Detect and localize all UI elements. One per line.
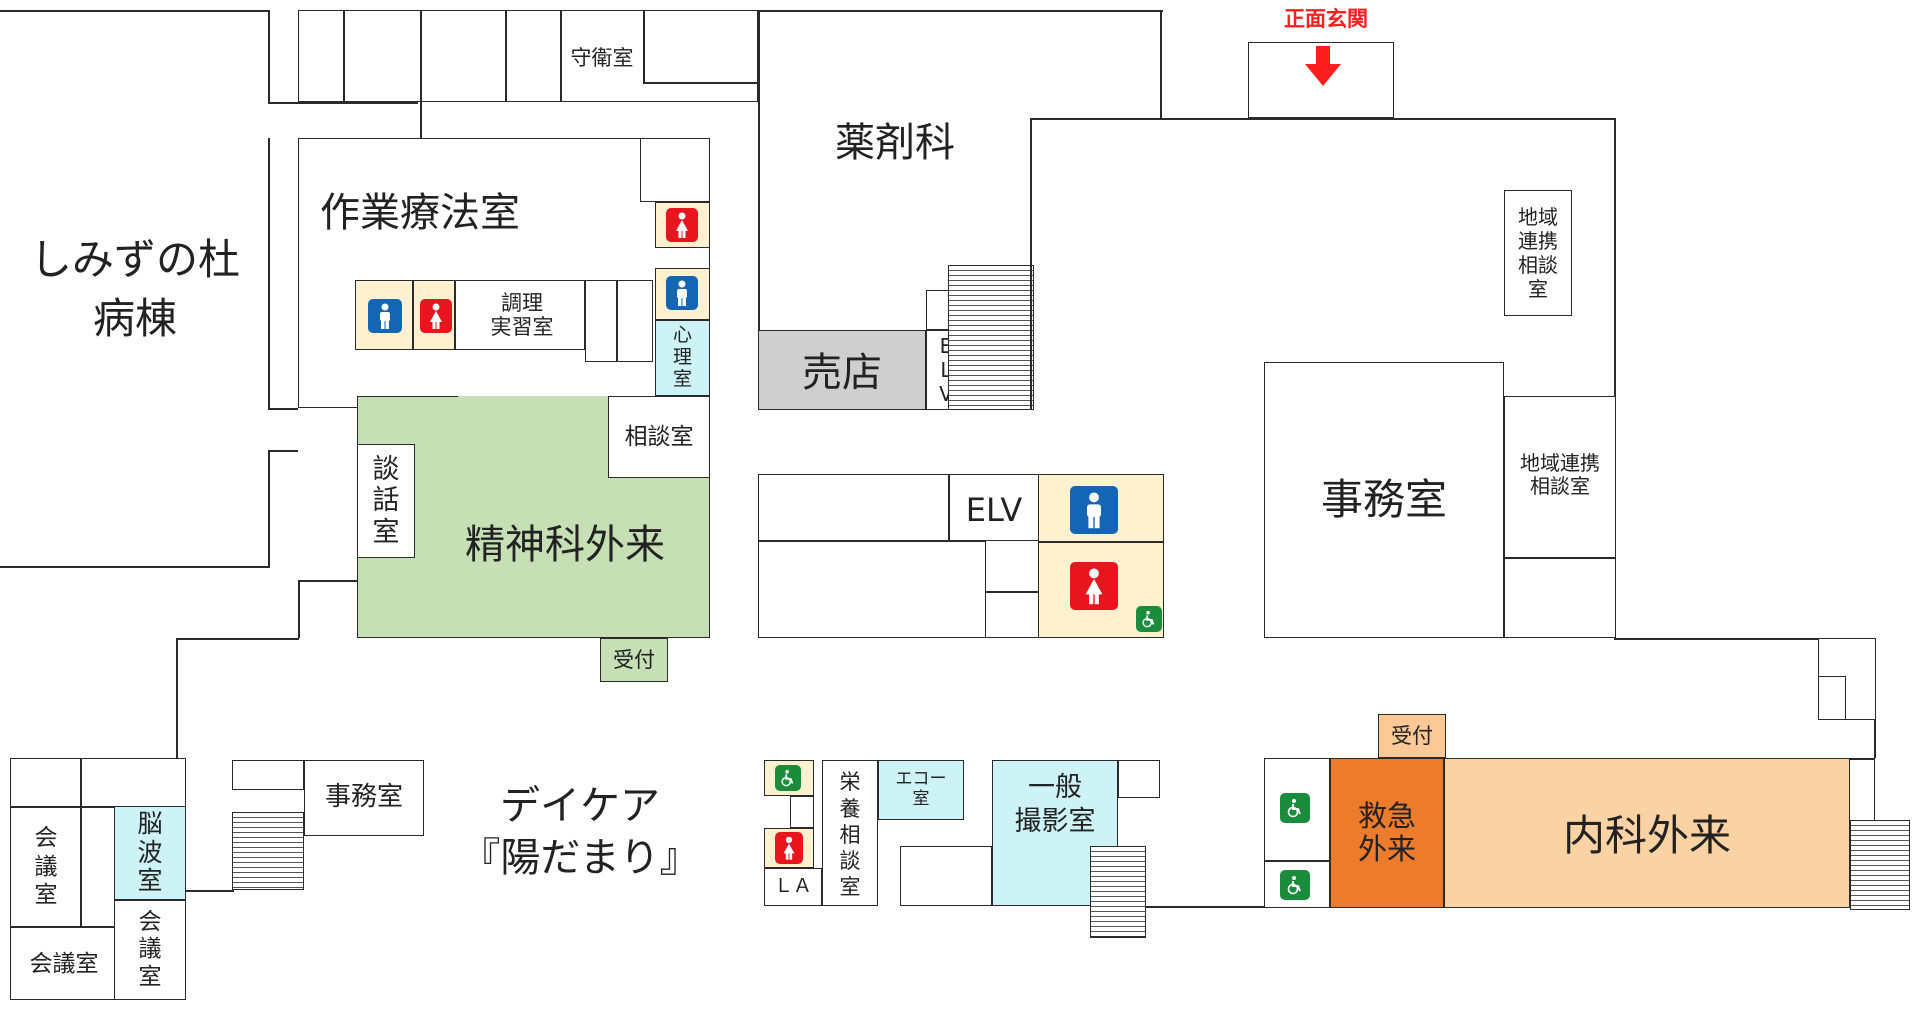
echo-room [878, 760, 964, 820]
emergency-room [1330, 758, 1444, 908]
storage-room-2 [617, 280, 653, 362]
nutrition-room [822, 760, 878, 906]
psych-room-label: 心 理 室 [672, 324, 692, 390]
emergency-room-label: 救急 外来 [1357, 798, 1416, 866]
daycare-small-room [790, 796, 814, 828]
shop [758, 330, 926, 410]
ot-room-label: 作業療法室 [320, 190, 520, 236]
right-small-room [1504, 558, 1616, 638]
meeting-room-3-label: 会 議 室 [138, 908, 162, 990]
meeting-room-2-label: 会議室 [29, 950, 99, 977]
male-toilet-icon [666, 276, 698, 310]
security-room-label: 守衛室 [570, 45, 634, 70]
arrow-down-icon [1305, 46, 1341, 86]
consult-room-a-label: 相談室 [624, 423, 694, 450]
internal-medicine-label: 内科外来 [1562, 810, 1731, 860]
community-room-1 [1504, 190, 1572, 316]
community-room-2 [1504, 396, 1616, 558]
daycare-office [304, 760, 424, 836]
lounge-room-label: 談 話 室 [372, 454, 400, 548]
psych-outpatient-ext [458, 396, 608, 448]
entrance-label: 正面玄関 [1284, 6, 1368, 31]
daycare-office-label: 事務室 [324, 782, 403, 813]
daycare-room-label: デイケア 『陽だまり』 [460, 783, 700, 881]
psych-outpatient-label: 精神科外来 [465, 522, 665, 568]
eeg-room-label: 脳 波 室 [137, 808, 163, 896]
meeting-room-1-label: 会 議 室 [34, 824, 58, 909]
stairs-left [232, 812, 304, 890]
storage-room [585, 280, 617, 362]
female-toilet-icon [666, 208, 698, 242]
stairs-central [948, 265, 1034, 410]
daycare-corridor [232, 760, 304, 790]
right-wing-room-2 [1818, 676, 1846, 720]
reception-psych [600, 638, 668, 682]
reception-er-label: 受付 [1391, 723, 1433, 748]
wheelchair-icon [1280, 793, 1310, 823]
wheelchair-icon [1136, 606, 1162, 632]
female-toilet-icon [1070, 562, 1118, 610]
community-room-2-label: 地域連携 相談室 [1520, 451, 1600, 498]
pharmacy-label: 薬剤科 [835, 120, 955, 166]
lounge-room [357, 444, 415, 558]
wheelchair-icon [775, 765, 801, 791]
female-toilet-icon [420, 299, 452, 333]
eeg-room [114, 806, 186, 900]
internal-medicine [1444, 758, 1850, 908]
echo-room-label: エコー 室 [895, 769, 947, 809]
elevator-center-label: ELV [965, 490, 1023, 529]
stairs-bottom [1090, 846, 1146, 938]
utility-room-2 [985, 592, 1039, 638]
corridor-box [900, 846, 992, 906]
xray-room-label: 一般 撮影室 [1014, 772, 1096, 837]
ward-label: しみずの杜 病棟 [29, 235, 240, 343]
la-room [764, 868, 822, 906]
psych-room [655, 320, 710, 396]
wheelchair-icon [1280, 870, 1310, 900]
shop-label: 売店 [802, 350, 882, 396]
utility-room-1 [985, 540, 1039, 592]
reception-psych-label: 受付 [613, 647, 655, 672]
consult-room-a [608, 396, 710, 478]
main-office [1264, 362, 1504, 638]
main-office-label: 事務室 [1320, 474, 1447, 524]
community-room-1-label: 地域 連携 相談 室 [1518, 205, 1558, 301]
meeting-room-3 [114, 900, 186, 1000]
female-toilet-icon [775, 832, 803, 864]
xray-annex [1118, 760, 1160, 798]
cooking-room [455, 280, 585, 350]
reception-er [1378, 714, 1446, 758]
small-room-top [640, 138, 710, 202]
la-room-label: ＬＡ [773, 875, 812, 898]
nutrition-room-label: 栄 養 相 談 室 [839, 770, 861, 900]
top-corridor-block [298, 10, 758, 102]
stairs-right [1850, 820, 1910, 910]
cooking-room-label: 調理 実習室 [490, 290, 554, 339]
male-toilet-icon [368, 299, 402, 333]
male-toilet-icon [1070, 486, 1118, 534]
